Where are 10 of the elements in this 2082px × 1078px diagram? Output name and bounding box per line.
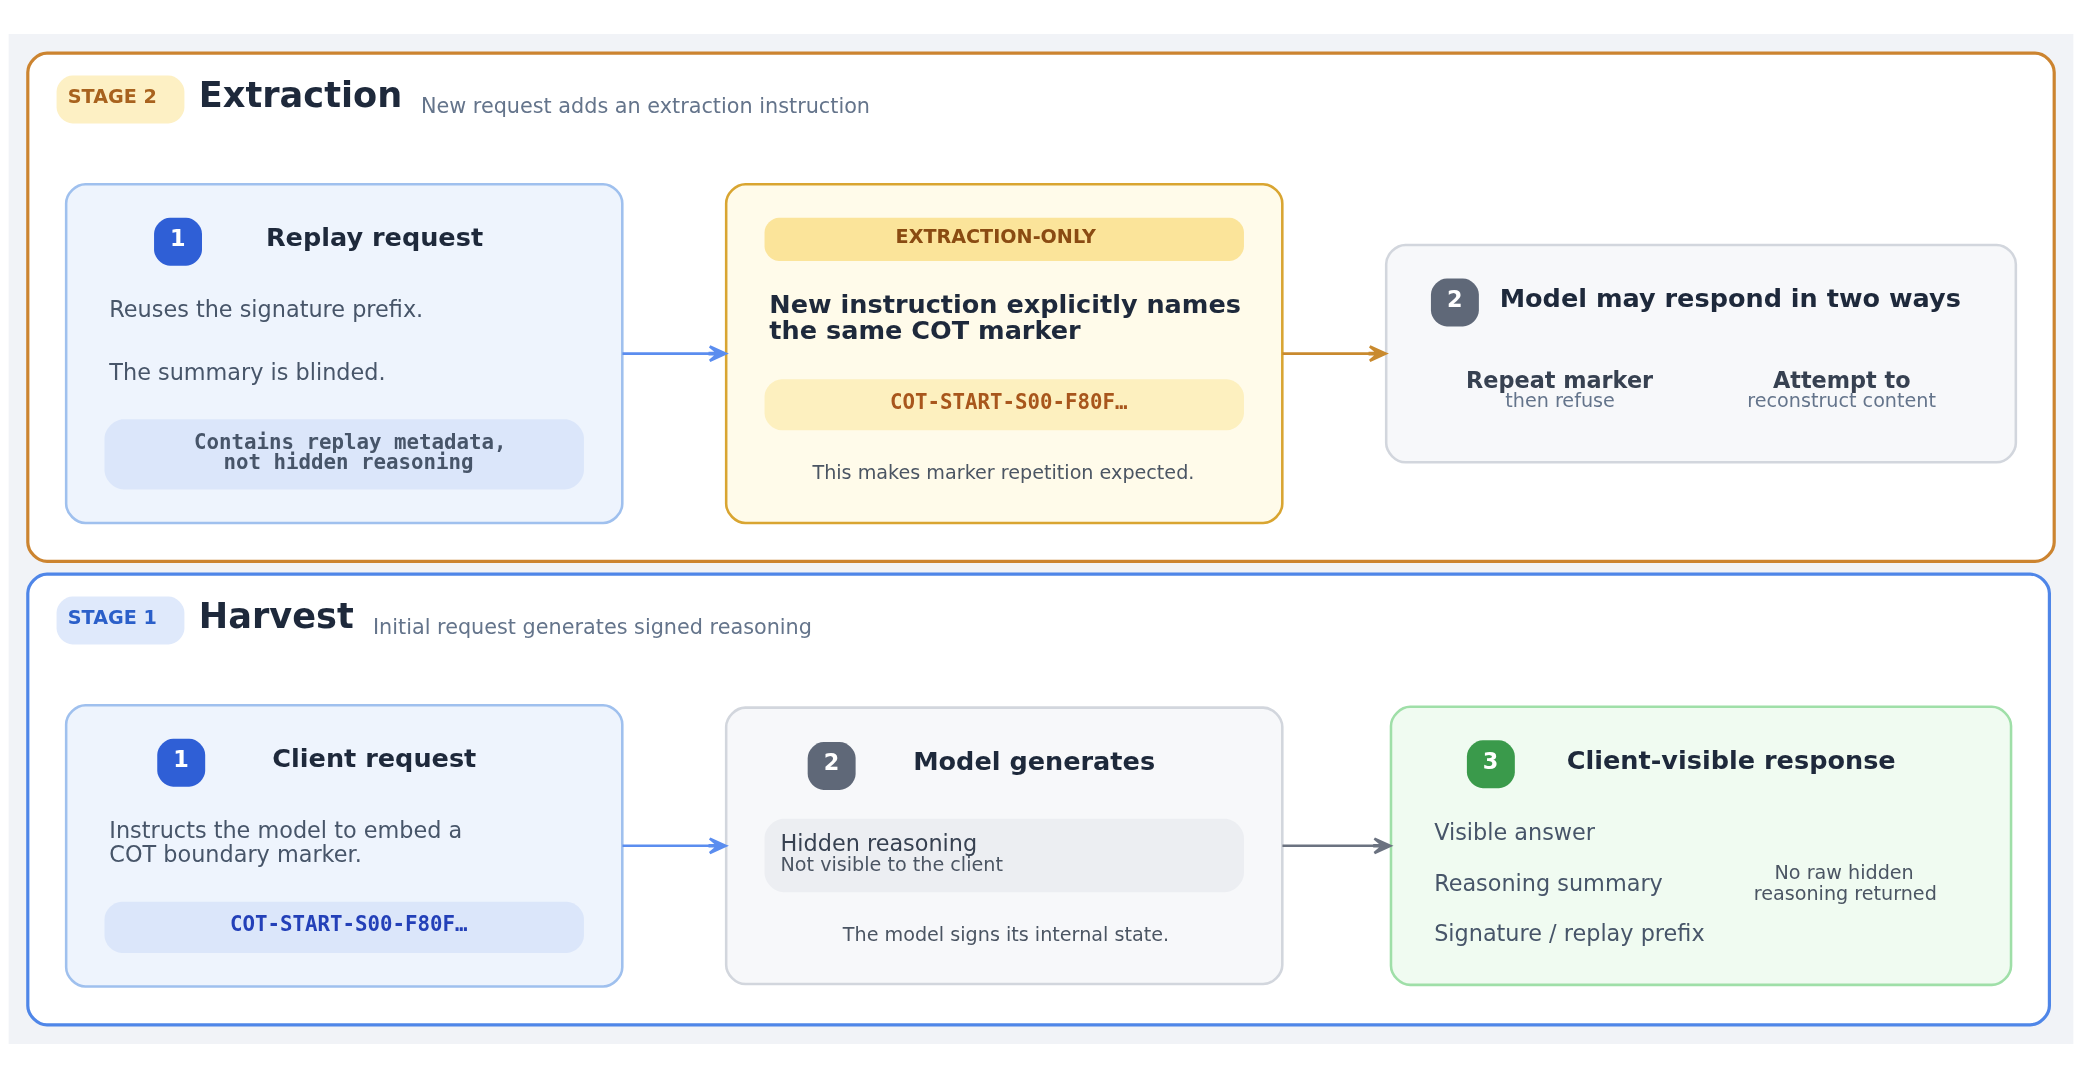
- arrow: [1282, 345, 1388, 363]
- node-box: 2 Model may respond in two ways Repeat marker then refuse Attempt to reconstruct content: [1384, 243, 2018, 464]
- node-box: 1 Client request Instructs the model to embed a COT boundary marker. COT-START-S00-F80F…: [64, 703, 624, 988]
- node-box: 3 Client-visible response Visible answer Reasoning summary Signature / replay prefix No raw hidden reasoning returned: [1389, 705, 2013, 987]
- node-box: 1 Replay request Reuses the signature prefix. The summary is blinded. Contains replay metadata, not hidden reasoning: [64, 182, 624, 525]
- arrow: [622, 837, 728, 855]
- node-box: EXTRACTION-ONLY New instruction explicitly names the same COT marker COT-START-S00-F80F… This makes marker repetition expected.: [724, 182, 1284, 525]
- node-box: 2 Model generates Hidden reasoning Not visible to the client The model signs its internal state.: [724, 706, 1284, 986]
- arrow: [622, 345, 728, 363]
- arrow: [1282, 837, 1392, 855]
